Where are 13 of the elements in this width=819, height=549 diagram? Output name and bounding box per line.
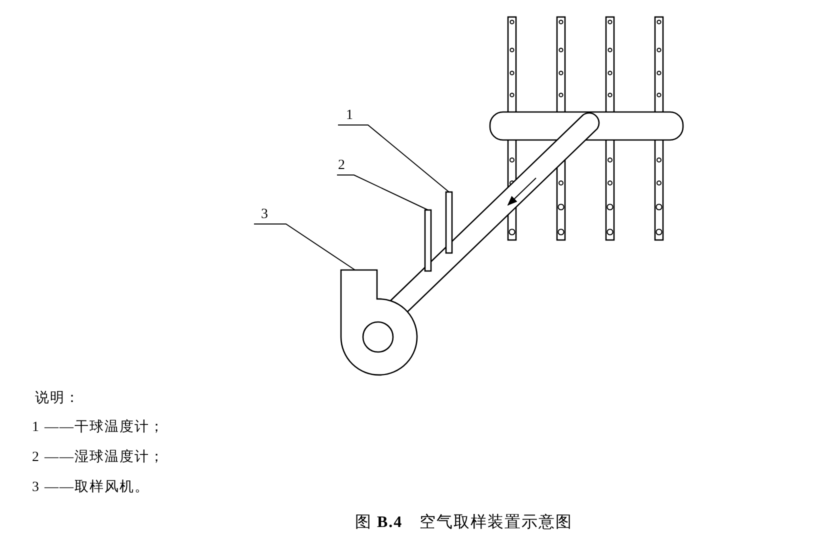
- figure-caption: 图 B.4 空气取样装置示意图: [355, 512, 573, 533]
- leader-line: [336, 174, 428, 210]
- callout-number: 1: [346, 108, 358, 124]
- callout-number: 3: [261, 207, 273, 223]
- legend-heading: 说明：: [35, 391, 80, 407]
- legend-entry: 3 ——取样风机。: [32, 480, 150, 496]
- legend-entry: 1 ——干球温度计；: [32, 420, 164, 436]
- callout-number: 2: [338, 158, 350, 174]
- thermometer-probe: [424, 209, 432, 272]
- thermometer-probe: [445, 191, 453, 254]
- leader-line: [338, 124, 450, 192]
- leader-line: [254, 224, 356, 270]
- legend-entry: 2 ——湿球温度计；: [32, 450, 164, 466]
